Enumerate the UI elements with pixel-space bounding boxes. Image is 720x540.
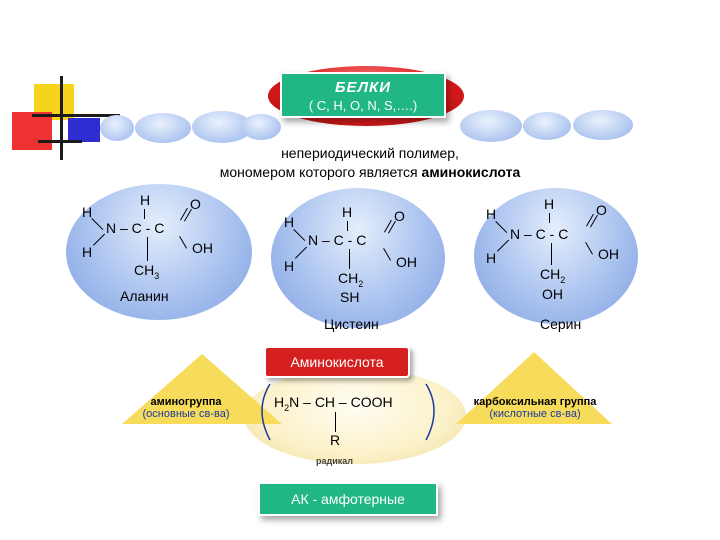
right-triangle (456, 352, 612, 424)
molecule-name-cysteine: Цистеин (324, 316, 379, 332)
page-title: БЕЛКИ (334, 79, 392, 96)
aminoacid-label: Аминокислота (264, 346, 410, 378)
bond-h-top (144, 209, 145, 219)
left-bracket (261, 383, 271, 441)
atom-h-top: H (342, 204, 353, 220)
atom-h-left-top: H (486, 206, 497, 222)
bond-side-chain (349, 249, 350, 269)
atom-oh: OH (192, 240, 213, 256)
title-box: БЕЛКИ ( C, H, O, N, S,….) (280, 72, 446, 118)
atom-oh: OH (396, 254, 417, 270)
molecule-name-serine: Серин (540, 316, 582, 332)
decor-horizontal-line (32, 114, 120, 117)
bubble-decor-5 (460, 110, 522, 142)
molecule-bubble-alanine (66, 184, 252, 320)
left-triangle (122, 354, 282, 424)
bond-side-chain (147, 237, 148, 261)
atom-h-left-top: H (284, 214, 295, 230)
decor-horizontal-line-2 (38, 140, 82, 143)
intro-line-1: непериодический полимер, (281, 145, 459, 161)
side-chain-2: OH (542, 286, 563, 302)
atom-o: O (394, 208, 405, 224)
side-chain: CH3 (134, 262, 160, 281)
bubble-decor-1 (100, 115, 134, 141)
backbone: N – C - C (106, 220, 165, 236)
backbone: N – C - C (308, 232, 367, 248)
bubble-decor-6 (523, 112, 571, 140)
radical-r: R (330, 432, 341, 448)
atom-h-top: H (544, 196, 555, 212)
footer-box: АК - амфотерные (258, 482, 438, 516)
amino-group-label: аминогруппа (основные св-ва) (142, 396, 230, 420)
molecule-bubble-cysteine (271, 188, 445, 328)
atom-h-left-top: H (82, 204, 93, 220)
atom-oh: OH (598, 246, 619, 262)
atom-h-left-bottom: H (486, 250, 497, 266)
atom-o: O (596, 202, 607, 218)
decor-vertical-line (60, 76, 63, 160)
bond-h-top (347, 221, 348, 231)
carboxyl-group-label: карбоксильная группа (кислотные св-ва) (473, 396, 597, 420)
atom-h-left-bottom: H (284, 258, 295, 274)
side-chain: CH2 (338, 270, 364, 289)
molecule-bubble-serine (474, 188, 638, 324)
molecule-name-alanine: Аланин (120, 288, 169, 304)
intro-text: непериодический полимер, мономером котор… (170, 144, 570, 182)
bubble-decor-7 (573, 110, 633, 140)
backbone: N – C - C (510, 226, 569, 242)
right-bracket (425, 383, 435, 441)
element-list: ( C, H, O, N, S,….) (308, 98, 418, 113)
radical-label: радикал (316, 456, 353, 466)
decor-blue-square (68, 118, 100, 142)
side-chain: CH2 (540, 266, 566, 285)
atom-o: O (190, 196, 201, 212)
general-formula: H2N – CH – COOH (274, 394, 393, 413)
bubble-decor-4 (241, 114, 281, 140)
bubble-decor-2 (135, 113, 191, 143)
atom-h-left-bottom: H (82, 244, 93, 260)
decor-red-square (12, 112, 52, 150)
bracket-arcs (261, 383, 435, 441)
side-chain-2: SH (340, 289, 360, 305)
intro-line-2: мономером которого является аминокислота (219, 164, 521, 180)
bond-side-chain (551, 243, 552, 265)
bond-h-top (549, 213, 550, 223)
atom-h-top: H (140, 192, 151, 208)
intro-keyword: аминокислота (421, 164, 521, 180)
